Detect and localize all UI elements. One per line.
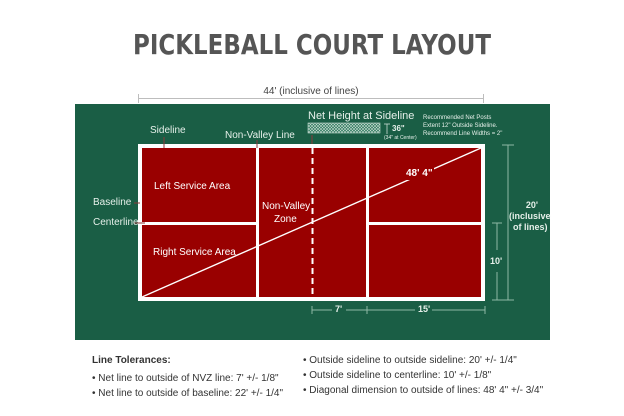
right-service-area: [142, 225, 256, 297]
tolerance-item: • Outside sideline to outside sideline: …: [303, 355, 517, 366]
net-height-center: (34" at Center): [384, 135, 417, 141]
net-height-sideline: 36": [392, 124, 405, 133]
baseline-label: Baseline: [93, 197, 132, 208]
service-depth-dimension: 15': [418, 304, 431, 314]
width-dimension-label: 44' (inclusive of lines): [263, 86, 359, 97]
nvz-right: [314, 148, 366, 297]
height-dimension-value: 20': [525, 200, 539, 210]
dimension-tick: [483, 94, 484, 103]
net-height-label: Net Height at Sideline: [308, 110, 415, 122]
tolerance-item: • Net line to outside of NVZ line: 7' +/…: [92, 373, 279, 384]
net-post-recommendations: Recommended Net Posts Extent 12" Outside…: [423, 115, 503, 137]
diagonal-label: 48' 4": [406, 168, 433, 179]
page-title: PICKLEBALL COURT LAYOUT: [132, 28, 492, 61]
right-half-top-service: [369, 148, 481, 222]
left-service-area-label: Left Service Area: [154, 181, 231, 192]
right-service-area-label: Right Service Area: [153, 247, 236, 258]
dimension-line: [138, 98, 484, 99]
tolerances-left: Line Tolerances: • Net line to outside o…: [92, 353, 283, 401]
non-valley-zone-label-1: Non-Valley: [262, 201, 311, 212]
nvz-left: [259, 148, 311, 297]
tolerance-item: • Diagonal dimension to outside of lines…: [303, 385, 544, 396]
sideline-label: Sideline: [150, 125, 186, 136]
centerline-label: Centerline: [93, 217, 139, 228]
tolerance-item: • Net line to outside of baseline: 22' +…: [92, 388, 284, 399]
tolerance-item: • Outside sideline to centerline: 10' +/…: [303, 370, 492, 381]
non-valley-line-label: Non-Valley Line: [225, 130, 295, 141]
height-dimension-note-2: of lines): [513, 222, 548, 232]
half-width-dimension: 10': [490, 256, 503, 266]
height-dimension-note-1: (inclusive: [509, 211, 551, 221]
left-service-area: [142, 148, 256, 222]
nvz-depth-dimension: 7': [335, 304, 343, 314]
tolerances-heading: Line Tolerances:: [92, 355, 171, 366]
net-mesh: [307, 122, 381, 134]
tolerances-right: • Outside sideline to outside sideline: …: [303, 353, 543, 398]
non-valley-zone-label-2: Zone: [274, 214, 297, 225]
dimension-tick: [138, 94, 139, 103]
right-half-bottom-service: [369, 225, 481, 297]
